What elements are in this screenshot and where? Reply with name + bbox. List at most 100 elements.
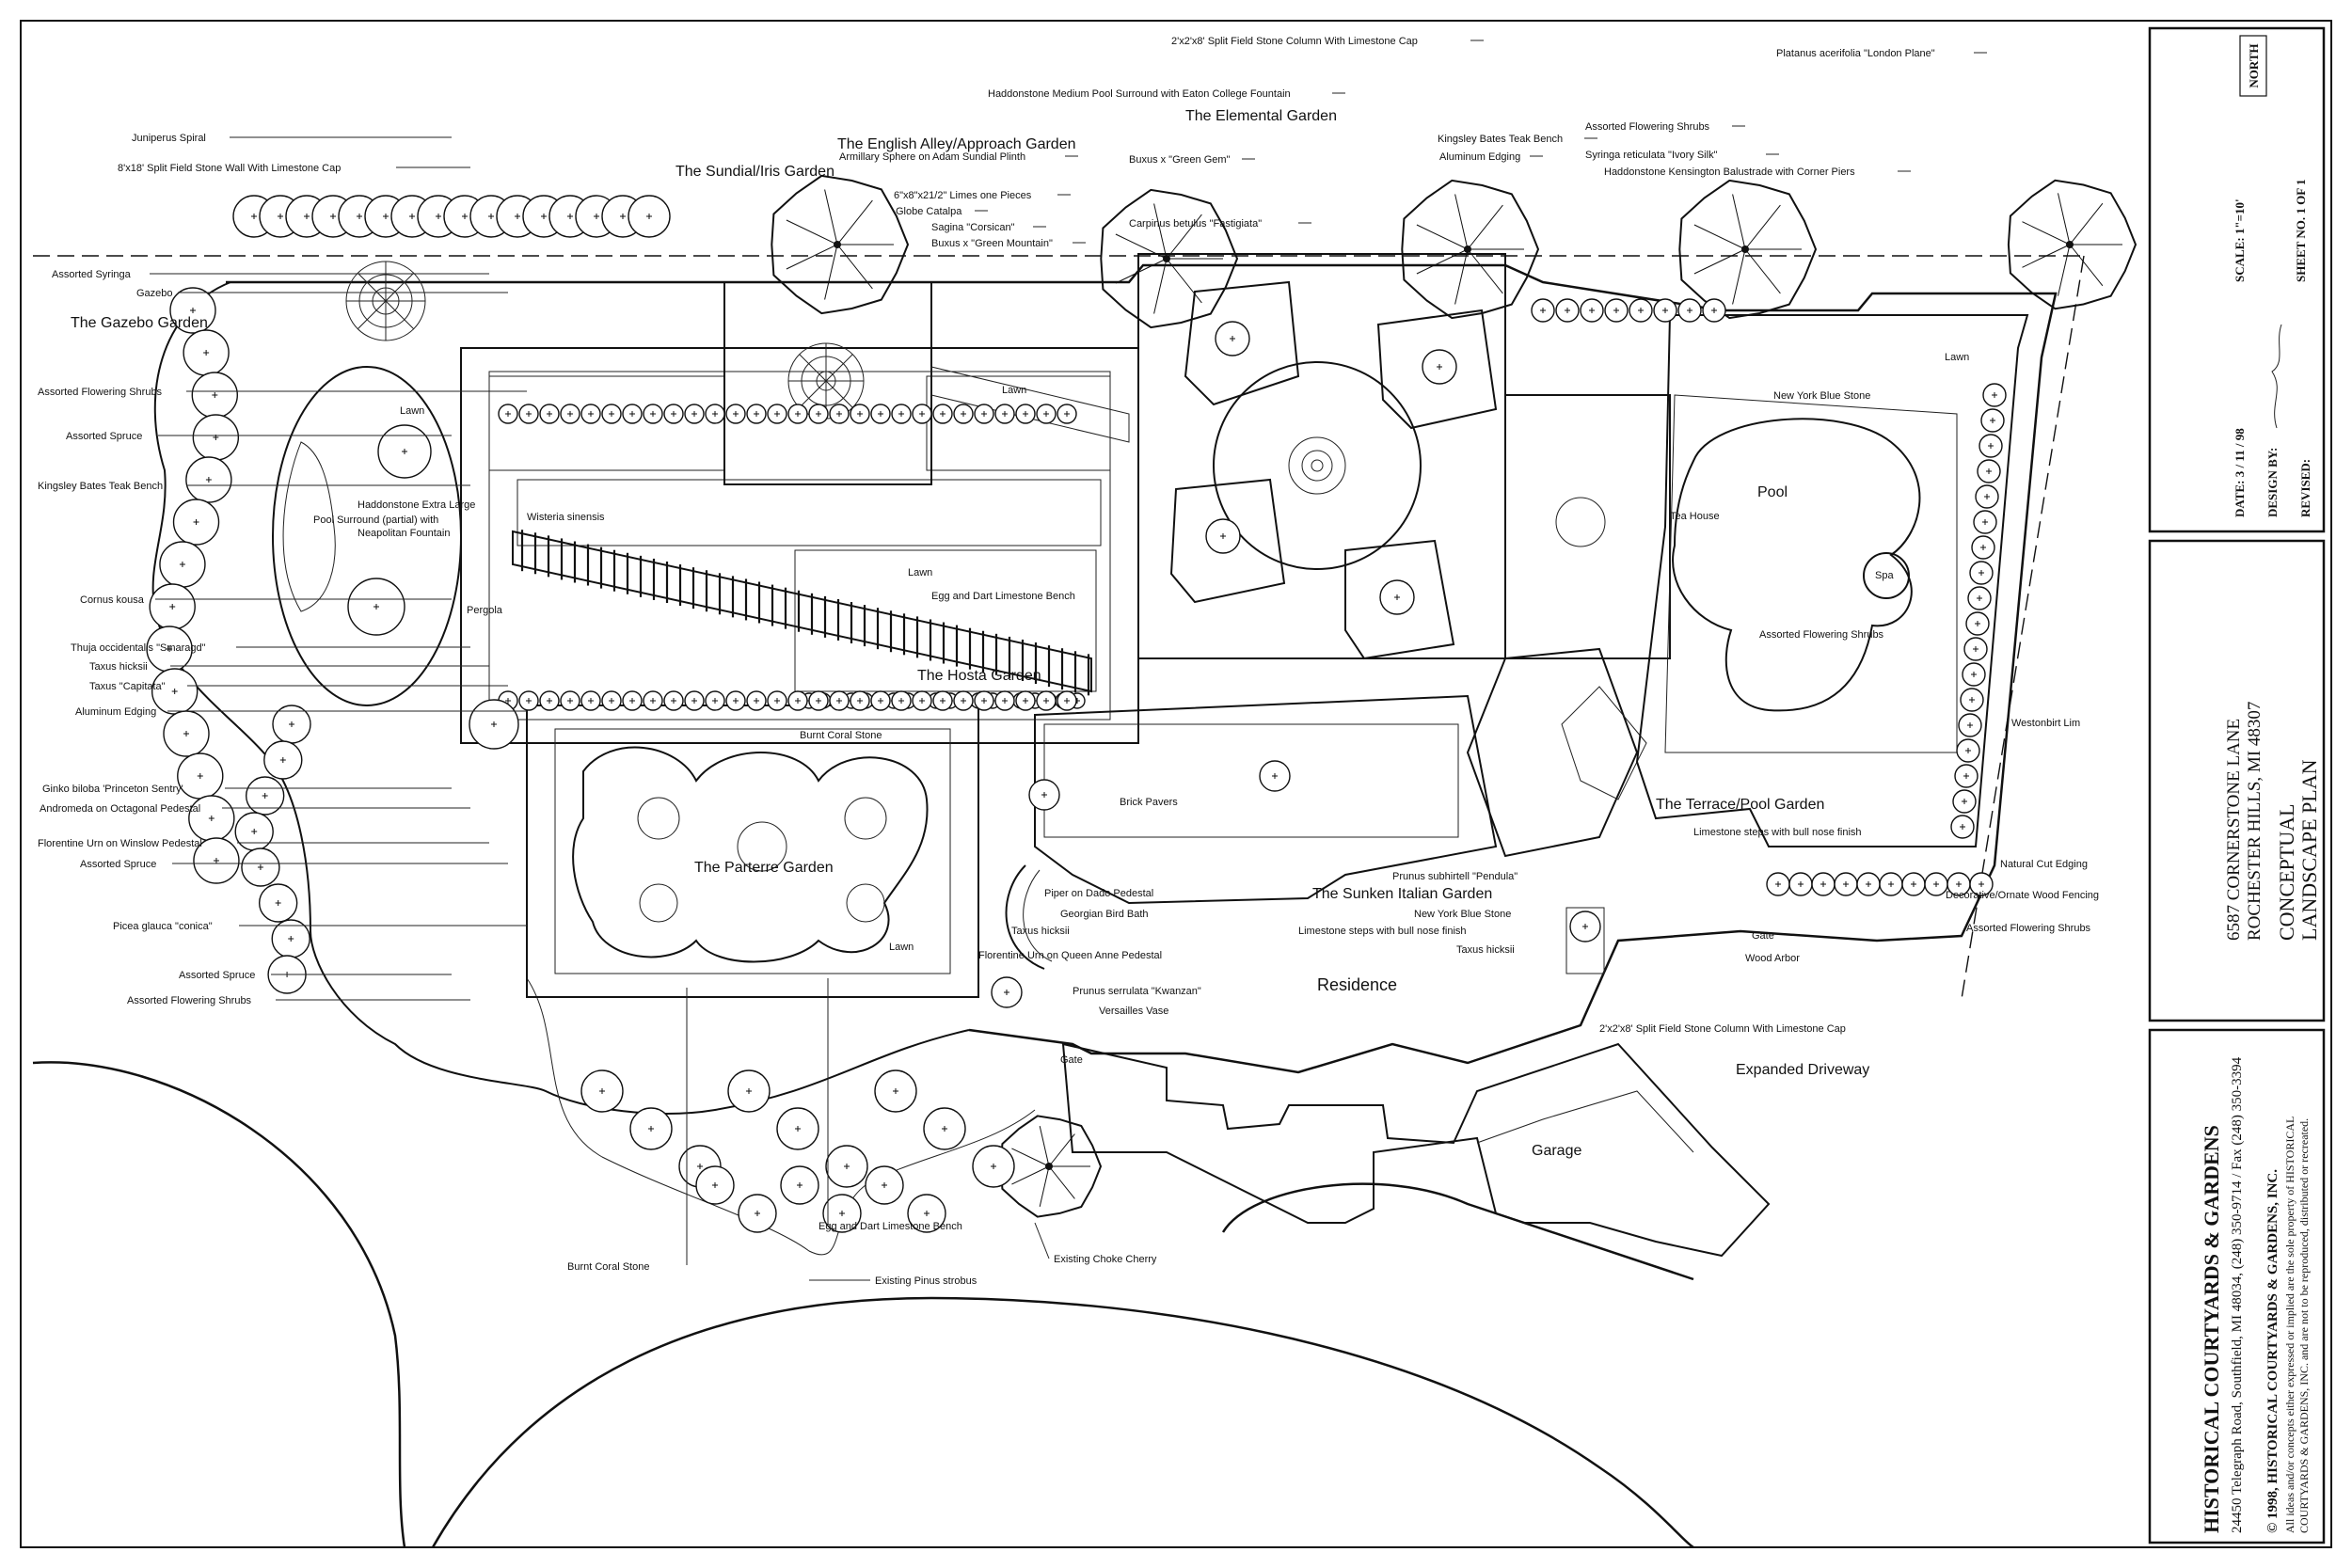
shrub-icon <box>1555 298 1580 323</box>
callout-top-5: Globe Catalpa <box>896 206 962 217</box>
callout-top-14: Haddonstone Kensington Balustrade with C… <box>1604 166 1855 178</box>
callout-left-3: Assorted Syringa <box>52 269 132 280</box>
shrub-icon <box>1975 484 1999 509</box>
company-address: 24450 Telegraph Road, Southfield, MI 480… <box>2230 1056 2245 1533</box>
elemental-bed-nw <box>1184 280 1300 406</box>
shrub-icon <box>1969 561 1994 585</box>
shrub-icon <box>560 404 580 424</box>
shrub-icon <box>1205 518 1241 554</box>
shrub-icon <box>1954 764 1979 788</box>
shrub-icon <box>974 690 994 711</box>
callout-center-3: Piper on Dado Pedestal <box>1044 888 1153 899</box>
shrub-icon <box>241 847 280 887</box>
shrub-icon <box>245 776 285 816</box>
title-block-address-box <box>2148 539 2326 1022</box>
shrub-icon <box>932 404 953 424</box>
label-pergola: Pergola <box>467 605 503 616</box>
shrub-icon <box>953 404 974 424</box>
shrub-icon <box>601 690 622 711</box>
shrub-icon <box>1969 872 1994 896</box>
revised-label: REVISED: <box>2298 459 2312 517</box>
ginko-icon <box>469 699 519 750</box>
callout-bottom-4: Existing Choke Cherry <box>1054 1254 1157 1265</box>
designer-signature <box>2271 324 2282 429</box>
shrub-icon <box>234 812 274 851</box>
shrub-icon <box>518 690 539 711</box>
shrub-icon <box>1962 662 1986 687</box>
shrub-icon <box>191 372 239 419</box>
callout-top-4: 6"x8"x21/2" Limes one Pieces <box>894 190 1032 201</box>
callout-center-7: Prunus serrulata "Kwanzan" <box>1073 986 1201 997</box>
spruce-icon <box>865 1165 904 1205</box>
lower-bed-boundary <box>526 977 1036 1256</box>
shrub-icon <box>746 690 767 711</box>
callout-left-2: 8'x18' Split Field Stone Wall With Limes… <box>118 163 341 174</box>
shrub-icon <box>1677 298 1702 323</box>
label-brick-pavers: Brick Pavers <box>1120 797 1178 808</box>
label-residence: Residence <box>1317 975 1397 994</box>
london-plane-tree-icon <box>1678 179 1818 320</box>
callout-top-10: Kingsley Bates Teak Bench <box>1438 134 1563 145</box>
choke-cherry-tree-icon <box>999 1115 1103 1218</box>
shrub-icon <box>601 404 622 424</box>
shrub-icon <box>870 690 891 711</box>
shrub-icon <box>1015 690 1036 711</box>
callout-left-22: Assorted Flowering Shrubs <box>127 995 252 1006</box>
shrub-icon <box>1980 408 2005 433</box>
london-plane-tree-icon <box>1401 179 1540 320</box>
callout-center-11: Taxus hicksii <box>1456 944 1515 956</box>
label-gazebo-garden: The Gazebo Garden <box>71 315 208 331</box>
shrub-icon <box>746 404 767 424</box>
spruce-icon <box>874 1069 917 1113</box>
callout-left-14: Taxus "Capitata" <box>89 681 166 692</box>
spruce-icon <box>580 1069 624 1113</box>
parterre-inner <box>554 728 951 974</box>
london-plane-tree-icon <box>2007 179 2137 310</box>
label-wisteria: Wisteria sinensis <box>527 512 605 523</box>
title-block-company-box <box>2148 1028 2326 1544</box>
shrub-icon <box>1982 383 2007 407</box>
callout-left-5: Assorted Flowering Shrubs <box>38 387 163 398</box>
label-new-york-blue-stone-terrace: New York Blue Stone <box>1773 390 1870 402</box>
label-elemental-garden: The Elemental Garden <box>1185 108 1337 124</box>
label-lawn-hosta: Lawn <box>908 567 932 578</box>
label-westonbirt: Westonbirt Lim <box>2011 718 2080 729</box>
label-pool: Pool <box>1757 484 1788 500</box>
spruce-icon <box>738 1194 777 1233</box>
callout-top-1: 2'x2'x8' Split Field Stone Column With L… <box>1171 36 1418 47</box>
shrub-icon <box>159 541 206 588</box>
eaton-college-fountain <box>1288 436 1346 495</box>
label-spa: Spa <box>1875 570 1894 581</box>
shrub-icon <box>1604 298 1629 323</box>
bed-upper-left <box>488 375 725 471</box>
shrub-icon <box>953 690 974 711</box>
label-lawn-alley: Lawn <box>1002 385 1026 396</box>
shrub-icon <box>932 690 953 711</box>
shrub-icon <box>149 583 196 630</box>
shrub-icon <box>663 690 684 711</box>
shrub-icon <box>539 690 560 711</box>
callout-center-6: Florentine Urn on Queen Anne Pedestal <box>978 950 1162 961</box>
shrub-icon <box>192 414 240 461</box>
copyright-line-2: All ideas and/or concepts either express… <box>2283 1117 2296 1533</box>
plan-title-line-2: LANDSCAPE PLAN <box>2297 759 2321 941</box>
shrub-icon <box>725 690 746 711</box>
brick-pavers-area <box>1043 723 1459 838</box>
spruce-icon <box>780 1165 819 1205</box>
parterre-knot <box>572 746 929 963</box>
shrub-icon <box>1979 434 2003 458</box>
callout-center-2: Burnt Coral Stone <box>800 730 882 741</box>
shrub-icon <box>643 404 663 424</box>
callout-right-5: 2'x2'x8' Split Field Stone Column With L… <box>1599 1023 1846 1035</box>
label-hosta-garden: The Hosta Garden <box>917 668 1041 684</box>
callout-left-12: Thuja occidentalis "Smaragd" <box>71 642 206 654</box>
shrub-icon <box>1973 510 1997 534</box>
callout-left-10: Neapolitan Fountain <box>358 528 450 539</box>
spruce-icon <box>727 1069 771 1113</box>
shrub-icon <box>1766 872 1790 896</box>
urn-icon <box>1028 779 1060 811</box>
shrub-icon <box>1531 298 1555 323</box>
shrub-icon <box>808 690 829 711</box>
callout-top-13: Syringa reticulata "Ivory Silk" <box>1585 150 1718 161</box>
callout-top-2: Haddonstone Medium Pool Surround with Ea… <box>988 88 1291 100</box>
